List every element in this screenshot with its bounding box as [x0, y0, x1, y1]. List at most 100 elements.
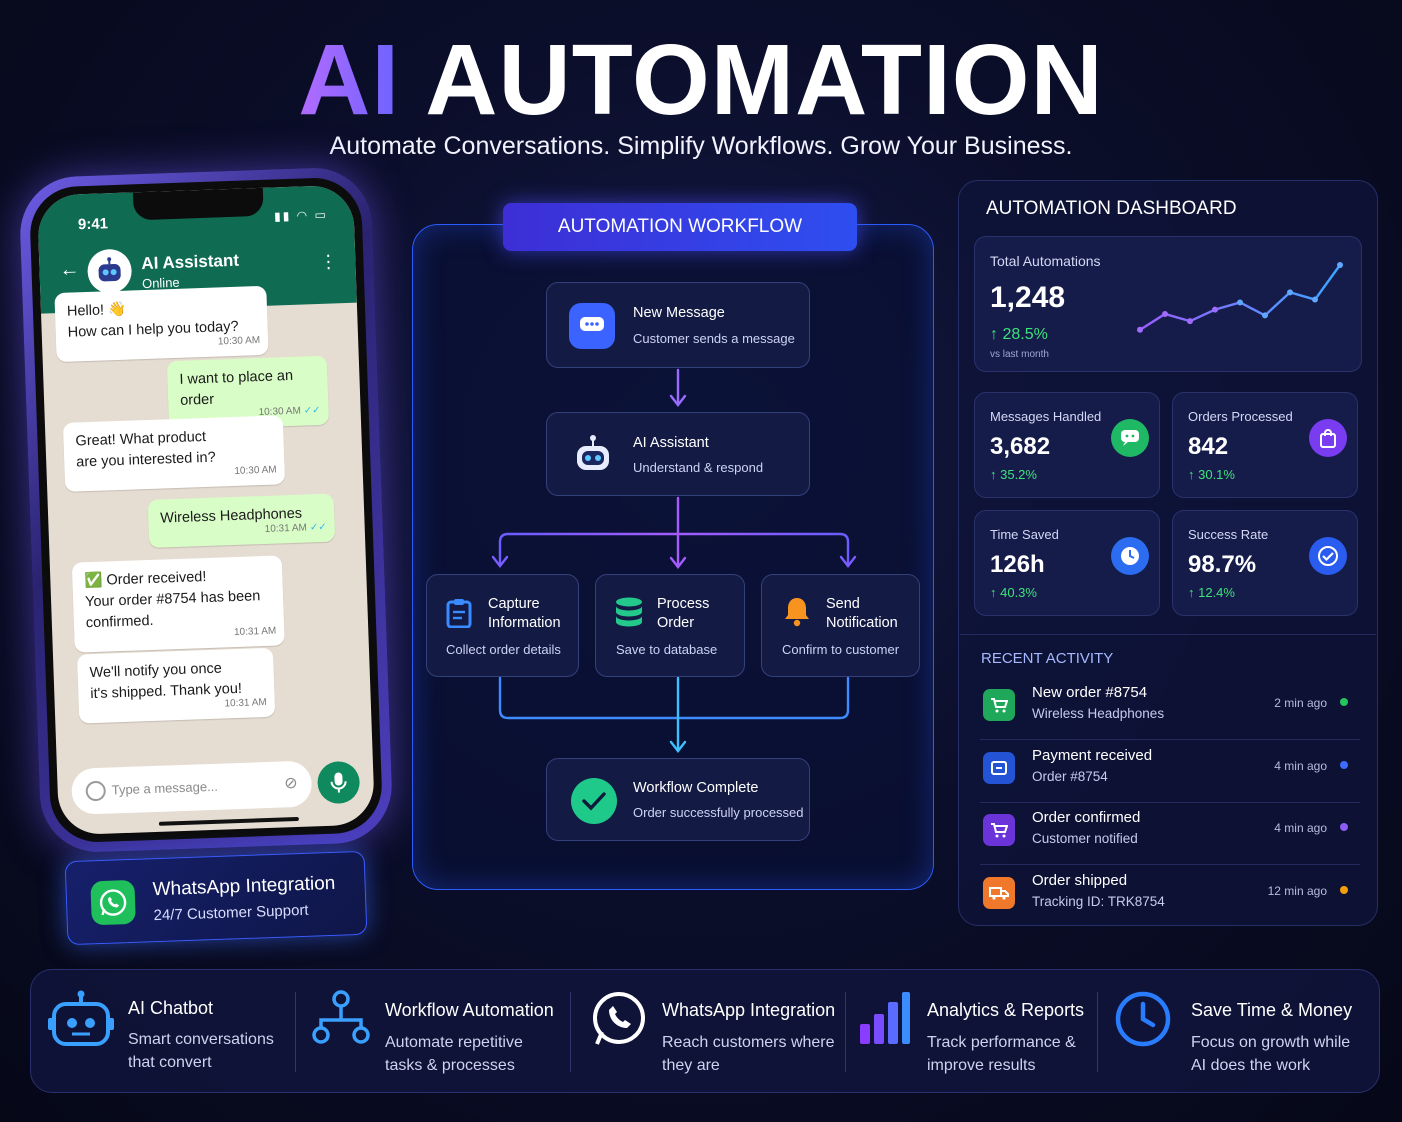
divider — [295, 992, 296, 1072]
more-options-icon[interactable]: ⋮ — [319, 251, 338, 272]
message-placeholder: Type a message... — [111, 778, 219, 798]
activity-subtitle: Order #8754 — [1032, 768, 1108, 784]
chat-screen: 9:41 ▮▮ ◠ ▭ ← AI Assistant Online ⋮ Hell… — [36, 184, 376, 836]
database-icon — [614, 597, 644, 629]
trend-point — [1337, 262, 1343, 268]
total-automations-card[interactable]: Total Automations 1,248 ↑ 28.5% vs last … — [974, 236, 1362, 372]
emoji-icon[interactable] — [85, 780, 107, 802]
node-new-message[interactable]: New Message Customer sends a message — [546, 282, 810, 368]
status-dot — [1340, 885, 1348, 894]
divider — [980, 801, 1360, 803]
hero-title: AI AUTOMATION — [0, 30, 1402, 130]
node-desc: Collect order details — [446, 642, 561, 657]
activity-subtitle: Tracking ID: TRK8754 — [1032, 893, 1165, 909]
robot-icon — [98, 257, 121, 282]
trend-sparkline — [1137, 262, 1343, 333]
message-time: 10:30 AM — [217, 335, 261, 348]
message-text: Great! What product are you interested i… — [75, 428, 216, 471]
message-time: 10:31 AM✓✓ — [264, 521, 327, 535]
robot-icon — [48, 990, 114, 1055]
stat-value: 98.7% — [1188, 551, 1257, 578]
chat-header: 9:41 ▮▮ ◠ ▭ ← AI Assistant Online ⋮ — [36, 184, 357, 314]
stat-value: 126h — [990, 551, 1045, 578]
message-input[interactable]: Type a message... ⊘ — [70, 760, 313, 815]
status-dot — [1340, 698, 1348, 706]
mic-icon — [330, 772, 347, 793]
node-desc: Confirm to customer — [782, 642, 900, 657]
stat-label: Total Automations — [990, 253, 1101, 269]
workflow-header: AUTOMATION WORKFLOW — [503, 203, 857, 251]
contact-name: AI Assistant — [141, 250, 240, 274]
node-send-notification[interactable]: Send Notification Confirm to customer — [761, 574, 920, 677]
back-arrow-icon[interactable]: ← — [59, 258, 80, 281]
chat-message-in[interactable]: ✅ Order received! Your order #8754 has b… — [71, 555, 285, 653]
feature-desc: Automate repetitive tasks & processes — [385, 1034, 523, 1074]
badge-subtitle: 24/7 Customer Support — [153, 901, 309, 925]
chat-message-in[interactable]: Hello! 👋 How can I help you today?10:30 … — [54, 285, 269, 363]
stat-label: Success Rate — [1188, 527, 1269, 542]
bar-chart-icon — [858, 990, 910, 1051]
stat-card-success-rate[interactable]: Success Rate 98.7% ↑ 12.4% — [1172, 510, 1358, 616]
clock-icon — [1114, 990, 1172, 1053]
truck-icon — [983, 876, 1015, 909]
cart-icon — [983, 814, 1015, 846]
cart-icon — [983, 689, 1015, 721]
node-workflow-complete[interactable]: Workflow Complete Order successfully pro… — [546, 758, 810, 841]
workflow-connectors — [491, 368, 857, 753]
activity-title: Order confirmed — [1032, 809, 1141, 826]
status-time: 9:41 — [77, 215, 109, 234]
card-icon — [983, 751, 1015, 784]
whatsapp-icon — [590, 990, 648, 1053]
attachment-icon[interactable]: ⊘ — [283, 774, 298, 793]
stat-value: 3,682 — [990, 433, 1051, 460]
trend-point — [1262, 312, 1268, 319]
phone-mockup: 9:41 ▮▮ ◠ ▭ ← AI Assistant Online ⋮ Hell… — [18, 166, 394, 854]
feature-desc: Focus on growth while AI does the work — [1191, 1034, 1351, 1074]
hero-subtitle: Automate Conversations. Simplify Workflo… — [329, 132, 1073, 160]
mic-button[interactable] — [316, 760, 361, 805]
title-main: AUTOMATION — [425, 24, 1104, 136]
feature-desc: Track performance & improve results — [927, 1034, 1076, 1074]
whatsapp-integration-badge: WhatsApp Integration 24/7 Customer Suppo… — [64, 850, 368, 946]
divider — [980, 864, 1360, 865]
node-capture-information[interactable]: Capture Information Collect order detail… — [426, 574, 579, 677]
node-ai-assistant[interactable]: AI Assistant Understand & respond — [546, 412, 810, 496]
node-desc: Order successfully processed — [633, 805, 804, 820]
activity-title: New order #8754 — [1032, 684, 1148, 701]
trend-line — [1139, 264, 1341, 331]
node-title: Send Notification — [826, 596, 898, 631]
chat-bubble-icon — [569, 303, 615, 349]
trend-point — [1237, 299, 1243, 306]
feature-title: AI Chatbot — [128, 998, 214, 1018]
recent-activity-title: RECENT ACTIVITY — [981, 650, 1114, 667]
node-process-order[interactable]: Process Order Save to database — [595, 574, 745, 677]
stat-label: Messages Handled — [990, 409, 1102, 424]
assistant-avatar[interactable] — [86, 248, 133, 294]
clipboard-icon — [445, 597, 473, 629]
shopping-bag-icon — [1309, 419, 1347, 457]
activity-subtitle: Customer notified — [1032, 831, 1138, 846]
chat-icon — [1111, 419, 1149, 457]
feature-desc: Smart conversations that convert — [128, 1031, 274, 1071]
trend-point — [1212, 306, 1218, 313]
activity-time: 2 min ago — [1274, 696, 1327, 710]
divider — [980, 739, 1360, 740]
chat-message-in[interactable]: Great! What product are you interested i… — [62, 415, 286, 492]
signal-wifi-battery-icon: ▮▮ ◠ ▭ — [273, 207, 329, 224]
features-bar — [30, 969, 1380, 1093]
node-title: Workflow Complete — [633, 780, 759, 796]
node-title: Process Order — [657, 596, 710, 631]
whatsapp-icon — [90, 879, 136, 926]
clock-icon — [1111, 537, 1149, 575]
chat-message-in[interactable]: We'll notify you once it's shipped. Than… — [76, 647, 276, 724]
stat-value: 1,248 — [990, 281, 1066, 314]
stat-change: ↑ 12.4% — [1188, 585, 1235, 600]
